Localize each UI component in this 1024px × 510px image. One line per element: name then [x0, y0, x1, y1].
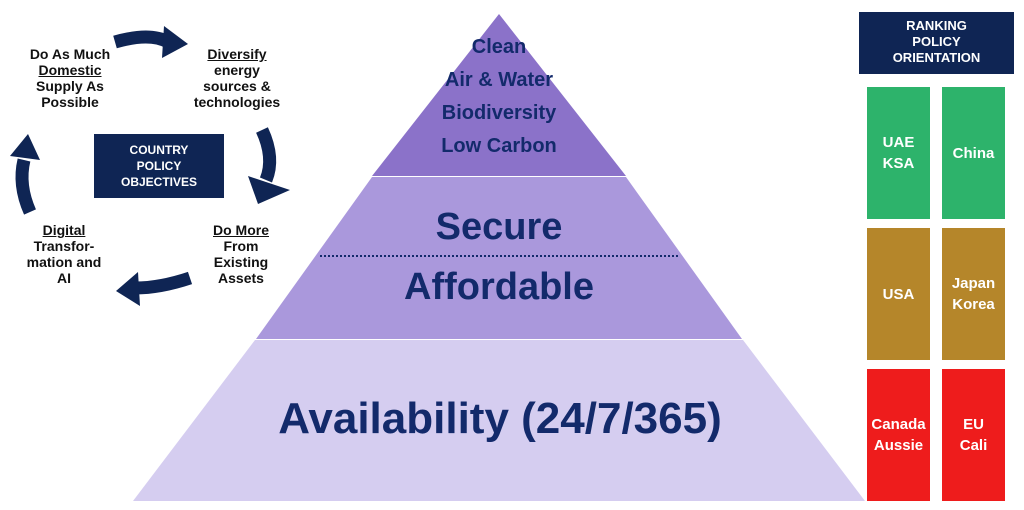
cycle-top-right-text: Diversify energy sources & technologies	[193, 46, 281, 110]
pyramid-affordable-label: Affordable	[404, 266, 594, 308]
pyramid-availability-label: Availability (24/7/365)	[278, 394, 722, 443]
ranking-cell-china: China	[942, 87, 1005, 219]
arrow-right-icon	[256, 127, 277, 183]
cycle-top-left-text: Do As Much Domestic Supply As Possible	[29, 46, 111, 110]
ranking-cell-eu-cali: EU Cali	[942, 369, 1005, 501]
ranking-cell-usa: USA	[867, 228, 930, 360]
pyramid-middle-layer	[256, 177, 742, 339]
ranking-cell-japan-korea: Japan Korea	[942, 228, 1005, 360]
pyramid-bottom-layer	[133, 340, 865, 501]
arrow-bottom-icon	[134, 271, 193, 295]
cycle-bottom-right-text: Do More From Existing Assets	[213, 222, 269, 286]
pyramid-top-text: Clean Air & Water Biodiversity Low Carbo…	[441, 36, 557, 157]
ranking-header: RANKING POLICY ORIENTATION	[859, 12, 1014, 74]
arrow-top-head	[162, 26, 188, 58]
ranking-cell-uae-ksa: UAE KSA	[867, 87, 930, 219]
arrow-bottom-head	[116, 272, 140, 306]
cycle-arrows	[10, 26, 290, 306]
pyramid-secure-label: Secure	[435, 206, 563, 248]
arrow-left-head	[10, 134, 40, 160]
arrow-left-icon	[15, 158, 37, 215]
cycle-bottom-left-text: Digital Transfor- mation and AI	[26, 222, 102, 286]
country-policy-objectives-box: COUNTRY POLICY OBJECTIVES	[94, 134, 224, 198]
ranking-cell-canada-aussie: Canada Aussie	[867, 369, 930, 501]
pyramid-top-layer	[372, 14, 626, 176]
arrow-right-head	[248, 176, 290, 204]
